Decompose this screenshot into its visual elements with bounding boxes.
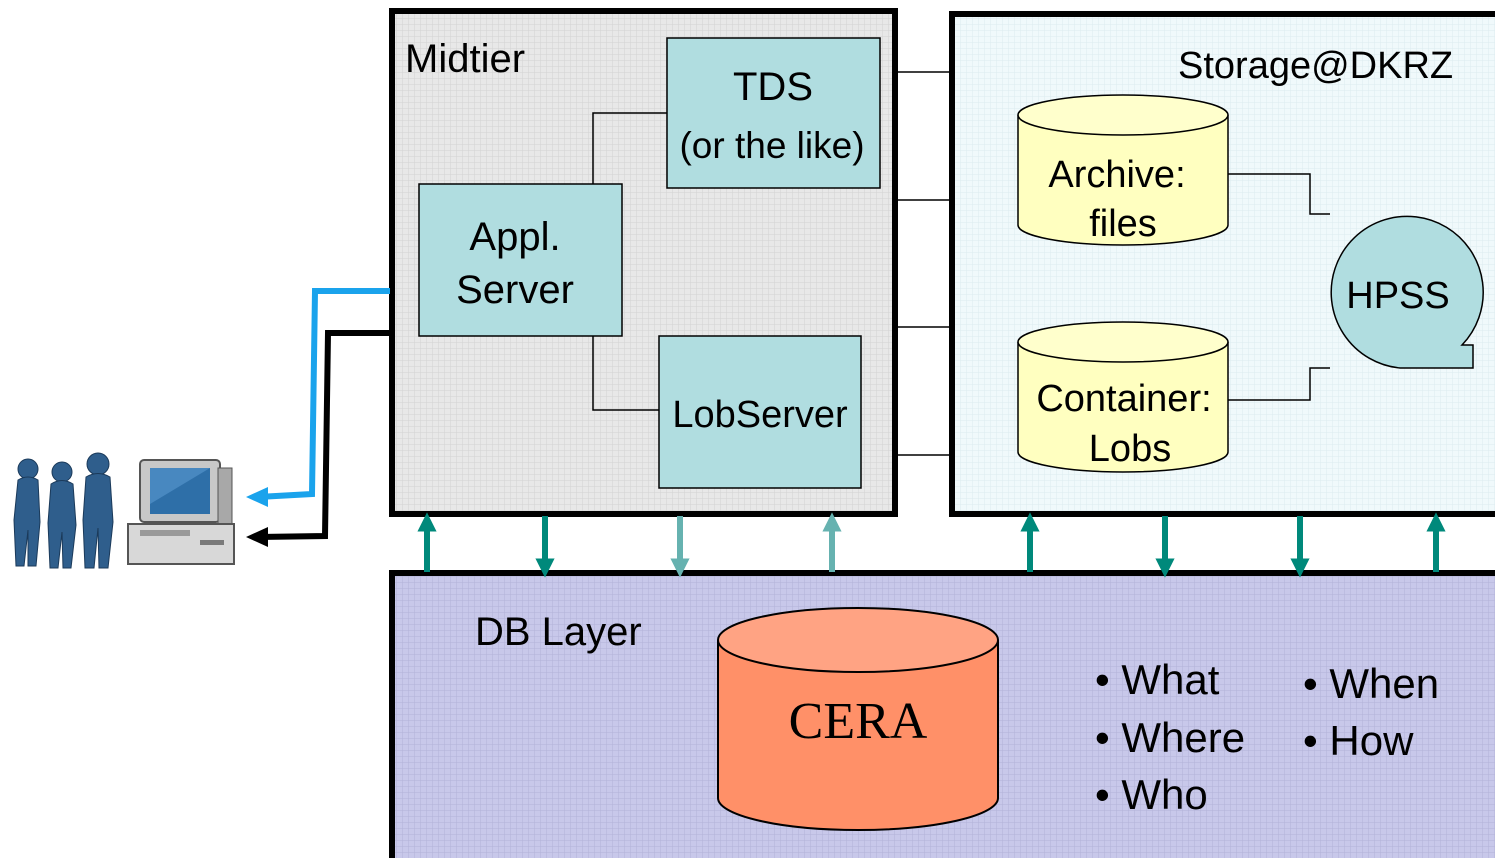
appl-server-label-1: Appl. — [469, 215, 560, 259]
container-cylinder: Container: Lobs — [1017, 321, 1229, 473]
db-layer: DB Layer CERA • What • Where • Who • Whe… — [389, 570, 1495, 863]
question-list: • What • Where • Who • When • How — [1095, 656, 1439, 818]
lobserver-box: LobServer — [658, 335, 862, 489]
container-label-2: Lobs — [1089, 428, 1171, 470]
midtier-storage-links — [895, 71, 952, 456]
tds-box: TDS (or the like) — [666, 37, 881, 189]
container-hpss-connector — [1228, 367, 1330, 401]
layer-arrows — [417, 512, 1446, 578]
midtier-layer: Midtier TDS (or the like) Appl. Server L… — [389, 8, 898, 517]
archive-label-1: Archive: — [1048, 154, 1185, 196]
users-icon — [13, 452, 114, 569]
tds-sublabel: (or the like) — [679, 125, 864, 166]
computer-icon — [127, 459, 235, 565]
cera-label: CERA — [789, 693, 928, 750]
hpss-label: HPSS — [1346, 275, 1449, 317]
cera-database: CERA — [717, 607, 999, 831]
black-connection-line — [257, 330, 390, 540]
appl-server-box: Appl. Server — [418, 183, 623, 337]
bullet-when: • When — [1303, 660, 1439, 707]
bullet-who: • Who — [1095, 771, 1208, 818]
hpss-tape: HPSS — [1330, 215, 1484, 369]
appl-server-label-2: Server — [456, 268, 574, 312]
lobserver-label: LobServer — [672, 394, 848, 436]
archive-cylinder: Archive: files — [1017, 94, 1229, 246]
black-arrowhead — [246, 527, 268, 547]
cyan-connection-line — [257, 288, 390, 500]
db-layer-title: DB Layer — [475, 610, 642, 654]
bullet-where: • Where — [1095, 714, 1245, 761]
bullet-what: • What — [1095, 656, 1220, 703]
appl-tds-connector — [592, 112, 667, 184]
tds-label: TDS — [733, 65, 813, 109]
archive-hpss-connector — [1228, 173, 1330, 215]
archive-label-2: files — [1089, 203, 1157, 245]
storage-title: Storage@DKRZ — [1178, 45, 1453, 87]
cyan-arrowhead — [246, 487, 268, 507]
user-connections — [246, 288, 390, 547]
container-label-1: Container: — [1036, 378, 1211, 420]
appl-lob-connector — [592, 336, 659, 411]
bullet-how: • How — [1303, 717, 1414, 764]
midtier-title: Midtier — [405, 37, 525, 81]
storage-layer: Storage@DKRZ Archive: files Container: L… — [949, 11, 1495, 517]
